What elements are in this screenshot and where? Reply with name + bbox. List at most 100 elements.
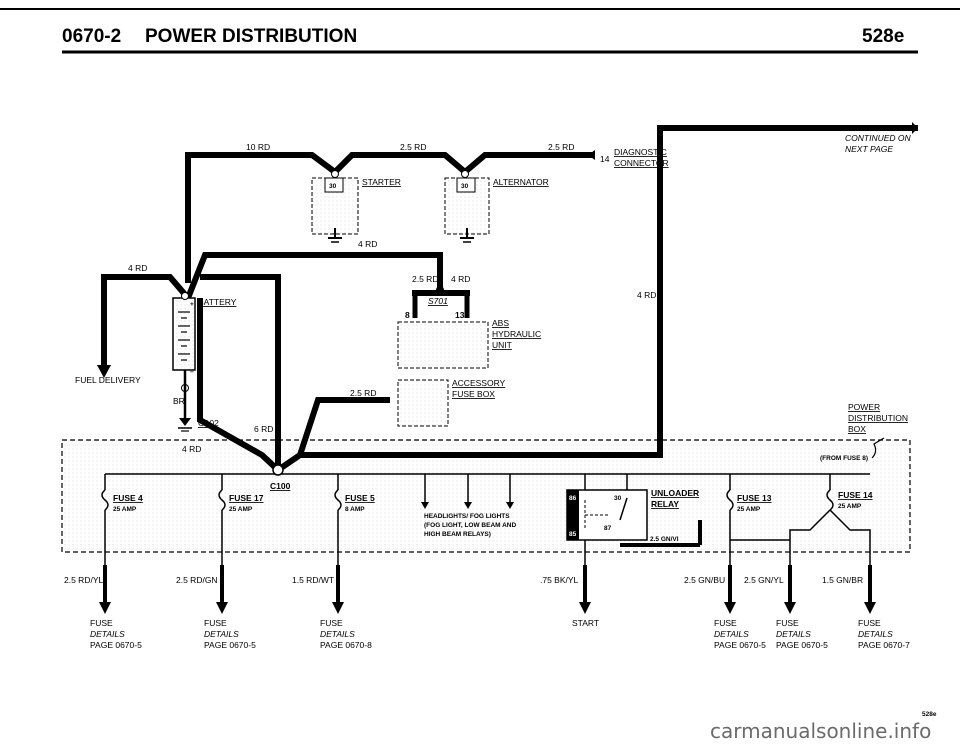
fuse-17-amp: 25 AMP (229, 506, 253, 513)
dest-line: DETAILS (858, 629, 893, 639)
dest-line: DETAILS (320, 629, 355, 639)
headlights-label-1: HEADLIGHTS/ FOG LIGHTS (424, 513, 510, 520)
diagnostic-label-1: DIAGNOSTIC (614, 147, 667, 157)
unloader-relay-coil-bar (567, 490, 579, 540)
dest-line: DETAILS (90, 629, 125, 639)
wire-label-2-5rd-d: 2.5 RD (350, 388, 376, 398)
starter-terminal (331, 170, 339, 178)
c100-label: C100 (270, 481, 291, 491)
page-title: POWER DISTRIBUTION (145, 26, 357, 47)
alternator-terminal (461, 170, 469, 178)
wire-label-4rd-b: 4 RD (128, 263, 147, 273)
diagnostic-arrow-icon (588, 150, 595, 160)
relay-pin-87: 87 (604, 525, 612, 532)
wire-10rd (185, 152, 595, 283)
dest-line: PAGE 0670-8 (320, 640, 372, 650)
fuse-5-amp: 8 AMP (345, 506, 365, 513)
accessory-label-2: FUSE BOX (452, 389, 495, 399)
fuse-13-amp: 25 AMP (737, 506, 761, 513)
main-wires (101, 125, 918, 473)
output-arrow-icon (784, 602, 796, 614)
pdb-label-1: POWER (848, 402, 880, 412)
output-wire-label: .75 BK/YL (540, 575, 579, 585)
output-destinations: FUSE DETAILS PAGE 0670-5 FUSE DETAILS PA… (90, 618, 910, 650)
output-arrow-icon (99, 602, 111, 614)
abs-hydraulic-unit-box (397, 321, 489, 369)
alternator-label: ALTERNATOR (493, 177, 549, 187)
unloader-label-2: RELAY (651, 499, 679, 509)
abs-pin-13: 13 (455, 310, 465, 320)
wire-fuel-delivery (101, 274, 191, 368)
output-arrow-icon (864, 602, 876, 614)
from-fuse-8-label: (FROM FUSE 8) (820, 455, 868, 462)
abs-label-1: ABS (492, 318, 509, 328)
footer-code: 528e (922, 711, 937, 718)
from-fuse-8-lead (871, 437, 885, 459)
power-distribution-box-outline (61, 439, 911, 553)
unloader-label-1: UNLOADER (651, 488, 699, 498)
output-wire-label: 1.5 GN/BR (822, 575, 863, 585)
fuel-delivery-label: FUEL DELIVERY (75, 375, 141, 385)
watermark: carmanualsonline.info (710, 719, 931, 743)
svg-text:+: + (190, 301, 194, 308)
output-arrow-icon (216, 602, 228, 614)
g102-ground-icon (179, 418, 191, 426)
relay-pin-86: 86 (569, 495, 577, 502)
continued-arrow-icon (912, 122, 918, 134)
output-arrow-icon (579, 602, 591, 614)
battery-label: BATTERY (198, 297, 237, 307)
dest-line: FUSE (776, 618, 799, 628)
dest-line: PAGE 0670-7 (858, 640, 910, 650)
wire-label-4rd-d: 4 RD (637, 290, 656, 300)
fuse-14-label: FUSE 14 (838, 490, 873, 500)
fuse-symbols (101, 489, 834, 511)
dest-line: START (572, 618, 599, 628)
fuse-4-label: FUSE 4 (113, 493, 143, 503)
g102-label: G102 (198, 418, 219, 428)
dest-line: FUSE (714, 618, 737, 628)
relay-pin-85: 85 (569, 531, 577, 538)
fuse-13-label: FUSE 13 (737, 493, 772, 503)
s701-splice-point (436, 286, 444, 294)
dest-line: FUSE (320, 618, 343, 628)
s701-label: S701 (428, 296, 448, 306)
c100-connector (272, 464, 284, 476)
dest-line: PAGE 0670-5 (776, 640, 828, 650)
accessory-fuse-box (397, 379, 449, 427)
output-arrow-icon (724, 602, 736, 614)
relay-pin-30: 30 (614, 495, 622, 502)
dest-line: DETAILS (776, 629, 811, 639)
wire-4rd-c100 (197, 298, 281, 473)
wire-label-6rd: 6 RD (254, 424, 273, 434)
dest-line: DETAILS (204, 629, 239, 639)
continued-label-2: NEXT PAGE (845, 144, 893, 154)
wire-6rd (200, 274, 281, 470)
alternator-pin-box (456, 177, 476, 193)
fuse-labels: FUSE 4 25 AMP FUSE 17 25 AMP FUSE 5 8 AM… (113, 490, 873, 513)
wire-br-label: BR (173, 396, 185, 406)
dest-line: DETAILS (714, 629, 749, 639)
headlights-label-3: HIGH BEAM RELAYS) (424, 531, 491, 538)
wire-label-10rd: 10 RD (246, 142, 270, 152)
starter-pin-box (324, 177, 344, 193)
model-code: 528e (862, 26, 904, 47)
fuse-14-amp: 25 AMP (838, 503, 862, 510)
wire-label-4rd-c: 4 RD (451, 274, 470, 284)
battery-symbol (172, 297, 196, 371)
output-wire-label: 2.5 RD/GN (176, 575, 218, 585)
pdb-label-3: BOX (848, 424, 866, 434)
wire-label-4rd-e: 4 RD (182, 444, 201, 454)
dest-line: FUSE (204, 618, 227, 628)
dest-line: FUSE (858, 618, 881, 628)
output-wire-label: 2.5 GN/YL (744, 575, 784, 585)
abs-label-3: UNIT (492, 340, 512, 350)
section-number: 0670-2 (62, 26, 121, 47)
wire-accessory (297, 397, 390, 456)
continued-label-1: CONTINUED ON (845, 133, 912, 143)
output-wires (103, 565, 872, 605)
output-arrow-icon (332, 602, 344, 614)
output-arrows (99, 602, 876, 614)
pdb-label-2: DISTRIBUTION (848, 413, 908, 423)
fuse-5-label: FUSE 5 (345, 493, 375, 503)
